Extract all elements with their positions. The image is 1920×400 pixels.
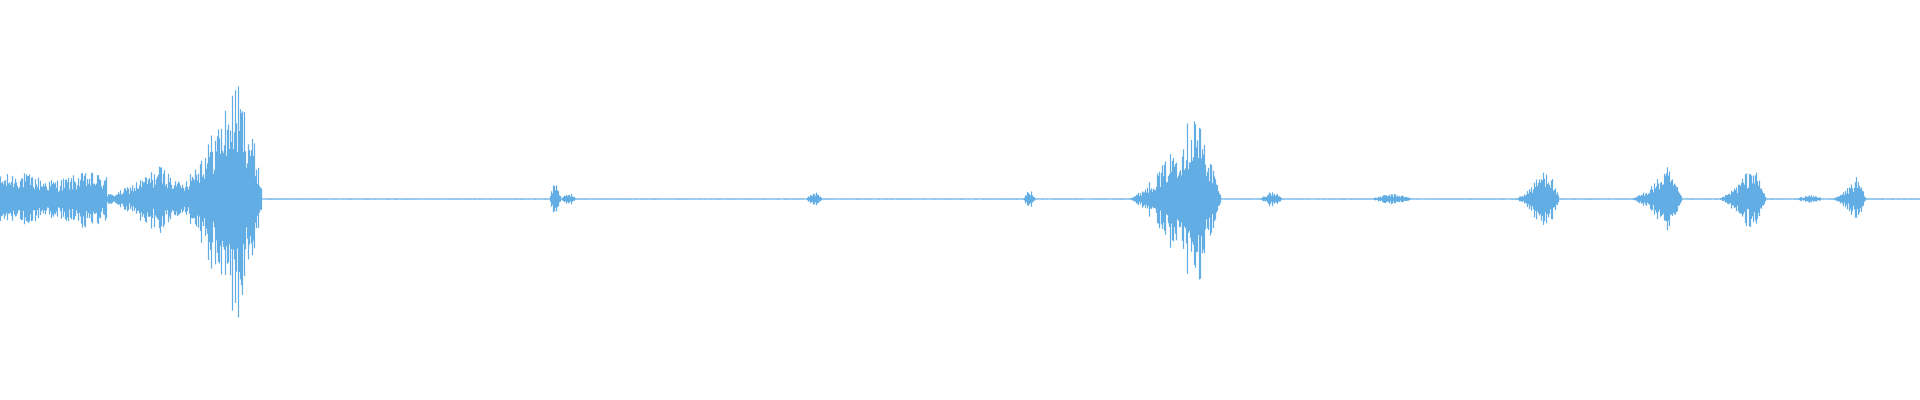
waveform-path <box>0 86 1920 318</box>
